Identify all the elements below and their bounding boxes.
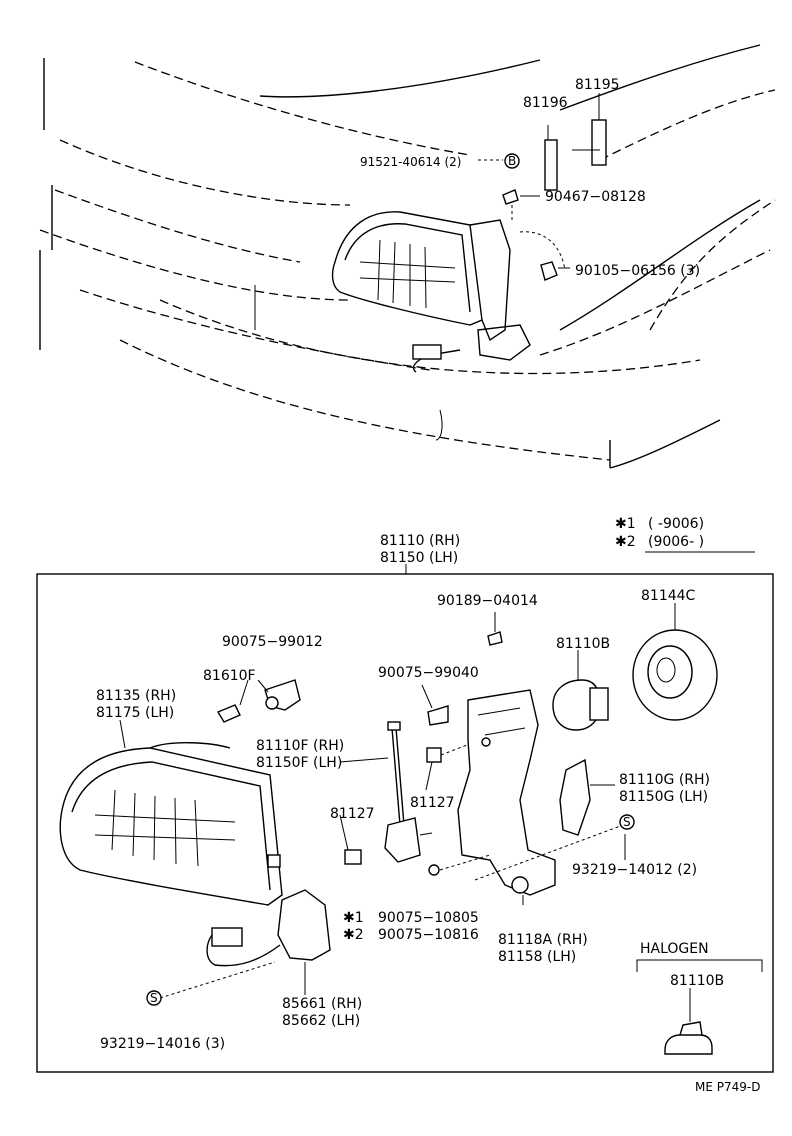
label-81150f-lh: 81150F (LH) (256, 755, 342, 771)
adjuster-rod-drawing (344, 721, 433, 865)
leader-lines (119, 679, 626, 995)
assembly-label-rh: 81110 (RH) (380, 533, 460, 549)
label-81150g-lh: 81150G (LH) (619, 789, 708, 805)
label-81110f-rh: 81110F (RH) (256, 738, 344, 754)
mark-s-left: S (150, 991, 158, 1005)
label-81135-rh: 81135 (RH) (96, 688, 176, 704)
label-81610f: 81610F (203, 668, 256, 684)
label-81110g-rh: 81110G (RH) (619, 772, 710, 788)
lower-headlamp-drawing (59, 742, 283, 906)
label-90189: 90189−04014 (437, 593, 538, 609)
assembly-label-lh: 81150 (LH) (380, 550, 458, 566)
label-93219-14012: 93219−14012 (2) (572, 862, 697, 878)
note-2-text: (9006- ) (648, 534, 704, 550)
label-90075-10805: 90075−10805 (378, 910, 479, 926)
label-81118a-rh: 81118A (RH) (498, 932, 588, 948)
top-clip-drawing (487, 612, 503, 646)
label-81127-left: 81127 (330, 806, 375, 822)
label-90105: 90105−06156 (3) (575, 263, 700, 279)
label-81158-lh: 81158 (LH) (498, 949, 576, 965)
top-hardware (478, 93, 607, 281)
footer-code: ME P749-D (695, 1080, 760, 1094)
label-81110b: 81110B (556, 636, 610, 652)
label-81127-right: 81127 (410, 795, 455, 811)
label-90075-99012: 90075−99012 (222, 634, 323, 650)
label-91521: 91521-40614 (2) (360, 155, 462, 169)
halogen-bulb-drawing (636, 959, 763, 1055)
bulb-81110b-drawing (552, 650, 609, 731)
clips-drawing (426, 705, 481, 763)
label-85661-rh: 85661 (RH) (282, 996, 362, 1012)
note-1-mark: ✱1 (615, 516, 636, 532)
socket-wire-drawing (146, 889, 331, 1006)
note-2-mark: ✱2 (615, 534, 636, 550)
lens-81144c-drawing (632, 603, 718, 721)
label-81196: 81196 (523, 95, 568, 111)
label-star-1: ✱1 (343, 910, 364, 926)
label-85662-lh: 85662 (LH) (282, 1013, 360, 1029)
note-1-text: ( -9006) (648, 516, 704, 532)
top-headlamp-drawing (331, 211, 531, 373)
label-81195: 81195 (575, 77, 620, 93)
label-halogen: HALOGEN (640, 941, 709, 957)
label-81110b-halogen: 81110B (670, 973, 724, 989)
mark-b: B (508, 154, 516, 168)
mark-s-right: S (623, 815, 631, 829)
assembly-frame (36, 573, 774, 1073)
label-81175-lh: 81175 (LH) (96, 705, 174, 721)
vehicle-body-outline (39, 44, 776, 469)
label-93219-14016: 93219−14016 (3) (100, 1036, 225, 1052)
label-90075-10816: 90075−10816 (378, 927, 479, 943)
label-90467: 90467−08128 (545, 189, 646, 205)
bracket-drawing (428, 689, 556, 896)
small-bulb-drawing (216, 679, 301, 723)
bracket-81110g-drawing (474, 758, 635, 881)
label-81144c: 81144C (641, 588, 696, 604)
label-star-2: ✱2 (343, 927, 364, 943)
label-90075-99040: 90075−99040 (378, 665, 479, 681)
